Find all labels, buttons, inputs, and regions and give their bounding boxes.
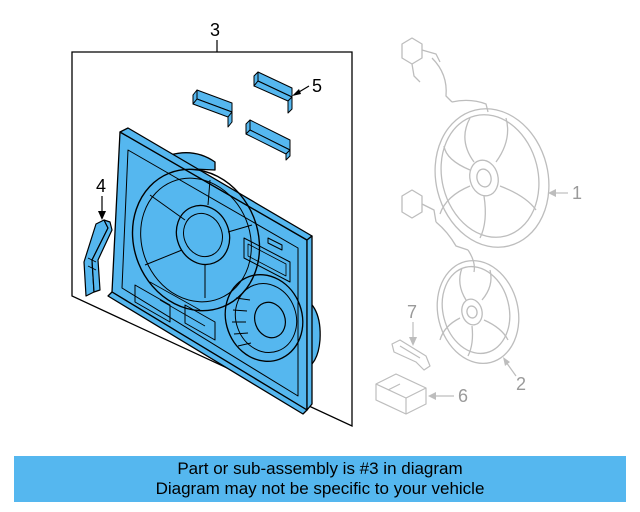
callout-7-arrowhead — [409, 337, 417, 346]
callout-4: 4 — [96, 176, 106, 196]
callout-6: 6 — [458, 386, 468, 406]
side-rail-part-4 — [83, 219, 113, 297]
caption-banner: Part or sub-assembly is #3 in diagram Di… — [14, 456, 626, 502]
fan-shroud-assembly — [107, 127, 321, 415]
callout-2-arrowhead — [503, 357, 510, 366]
resistor-part-6 — [375, 373, 427, 415]
callout-3: 3 — [210, 20, 220, 40]
caption-line-2: Diagram may not be specific to your vehi… — [155, 479, 485, 498]
bracket-parts-5 — [192, 71, 293, 161]
callout-4-arrowhead — [98, 211, 106, 220]
callout-1-arrowhead — [548, 189, 556, 197]
assembly-3-outline — [71, 51, 353, 428]
clip-part-7 — [391, 339, 431, 371]
callout-6-arrowhead — [428, 392, 436, 400]
callout-5: 5 — [312, 76, 322, 96]
callout-7: 7 — [407, 302, 417, 322]
fan-motor-part-1 — [401, 37, 550, 248]
callout-5-arrowhead — [292, 89, 301, 96]
caption-line-1: Part or sub-assembly is #3 in diagram — [177, 459, 463, 478]
callout-2: 2 — [516, 374, 526, 394]
fan-motor-part-2 — [401, 189, 520, 365]
callout-2-leader — [505, 361, 517, 377]
callout-1: 1 — [572, 183, 582, 203]
